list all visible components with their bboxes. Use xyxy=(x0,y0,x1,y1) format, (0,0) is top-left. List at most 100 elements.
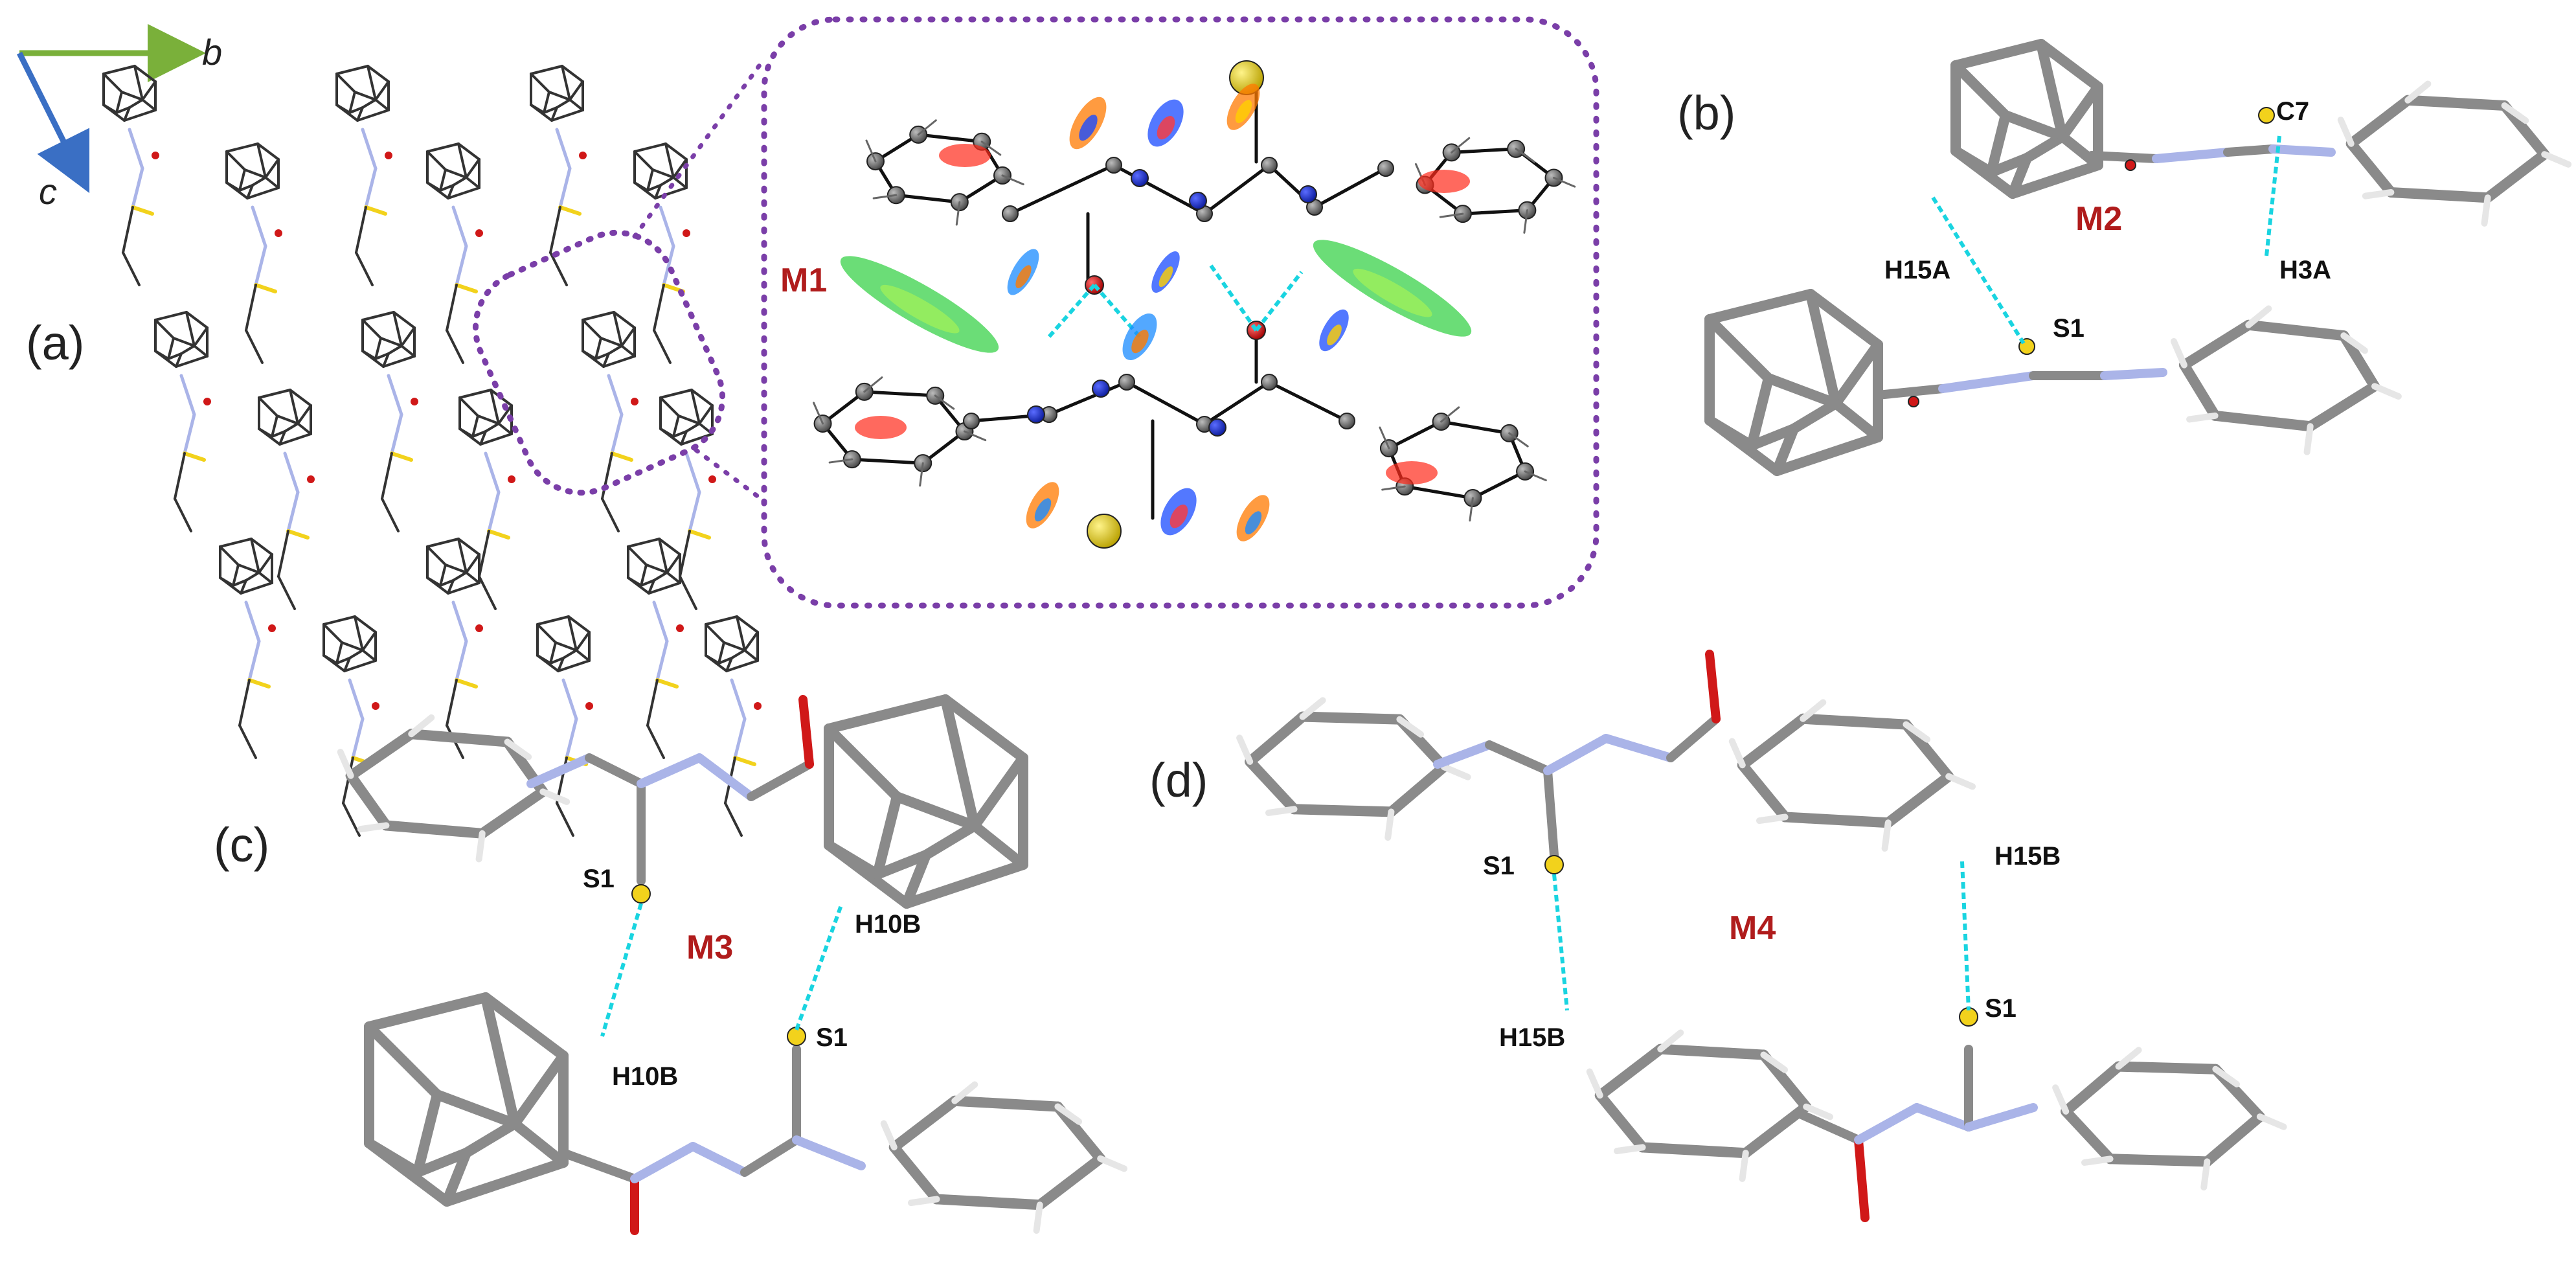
chain-bond xyxy=(662,244,675,287)
cage-bond xyxy=(969,753,1028,831)
cage-bond xyxy=(543,91,550,114)
cage-bond xyxy=(824,840,883,880)
cage-bond xyxy=(1746,424,1799,451)
cage-bond xyxy=(723,641,746,652)
cage-bond xyxy=(289,389,299,425)
ring-bond xyxy=(2345,95,2413,149)
cage-bond xyxy=(672,176,688,189)
ring-bond xyxy=(2113,1061,2221,1075)
cage-bond xyxy=(554,641,578,652)
nci-isosurface-core xyxy=(880,284,960,334)
cage-bond xyxy=(736,615,746,652)
cage-bond xyxy=(123,109,157,122)
cage-bond xyxy=(258,571,273,584)
bond xyxy=(1705,650,1721,723)
thio-bond xyxy=(487,529,510,540)
cage-bond xyxy=(1746,373,1774,451)
zoom-connector-bottom xyxy=(694,448,763,501)
cage-bond xyxy=(154,350,170,360)
cage-bond xyxy=(640,563,648,587)
cage-bond xyxy=(185,311,196,347)
chain-bond xyxy=(348,678,365,721)
chain-bond xyxy=(355,206,367,254)
cage-bond xyxy=(102,73,123,93)
cage-bond xyxy=(659,389,693,399)
cage-bond xyxy=(645,563,668,574)
panel-c-molecules xyxy=(337,694,1128,1235)
chain-bond xyxy=(451,600,468,643)
ring-bond xyxy=(1594,1043,1666,1101)
chain-bond xyxy=(688,490,701,533)
cage-bond xyxy=(426,538,460,548)
cage-bond xyxy=(620,326,636,347)
ring-bond xyxy=(1655,1043,1769,1060)
chain-bond xyxy=(238,679,251,727)
cage-bond xyxy=(322,654,338,665)
oxygen-atom xyxy=(268,624,276,632)
ring-bond xyxy=(2178,359,2220,421)
inset-border xyxy=(761,16,1599,609)
bond xyxy=(559,1148,639,1183)
nci-isosurface-core xyxy=(1353,268,1432,317)
cage-bond xyxy=(1789,398,1841,434)
bond xyxy=(526,753,594,788)
ring-bond xyxy=(2178,319,2254,370)
hbond-dashed xyxy=(1209,264,1258,332)
cage-bond xyxy=(348,649,364,659)
cage-bond xyxy=(271,430,286,438)
bond xyxy=(2268,144,2336,157)
panel-label-b: (b) xyxy=(1677,86,1735,140)
cage-bond xyxy=(627,576,642,587)
h-bond-stub xyxy=(475,830,486,863)
cage-bond xyxy=(666,553,681,574)
ring-bond xyxy=(2243,319,2349,341)
bond xyxy=(747,760,814,801)
cage-bond xyxy=(940,694,980,831)
atom-label-h10b-top: H10B xyxy=(855,910,921,939)
ring-bond xyxy=(1387,420,1443,450)
chain-bond xyxy=(361,128,378,170)
cage-bond xyxy=(717,641,725,665)
cage-bond xyxy=(872,791,902,880)
cage-bond xyxy=(185,311,209,329)
ring-bond xyxy=(1882,771,1954,828)
chain-bond xyxy=(601,497,620,532)
ring-bond xyxy=(1386,762,1449,817)
chain-bond xyxy=(607,374,624,416)
ring-bond xyxy=(1450,147,1518,154)
cage-bond xyxy=(348,91,356,114)
cage-bond xyxy=(664,142,688,161)
packed-molecule xyxy=(102,65,159,286)
cage-bond xyxy=(477,415,500,425)
h-bond-stub xyxy=(539,788,571,805)
cage-bond xyxy=(497,404,513,425)
bond xyxy=(1047,380,1129,416)
cage-bond xyxy=(677,415,701,425)
cage-bond xyxy=(240,579,247,595)
oxygen-atom xyxy=(385,152,392,159)
cage-bond xyxy=(685,422,701,433)
cage-bond xyxy=(442,1148,471,1207)
panel-label-a: (a) xyxy=(26,316,84,370)
oxygen-atom xyxy=(508,475,515,483)
inset-m1: M1 xyxy=(761,16,1599,609)
bond xyxy=(688,1142,749,1177)
h-bond-stub xyxy=(828,458,853,464)
cage-bond xyxy=(361,319,382,339)
cage-bond xyxy=(1831,339,1883,409)
cage-bond xyxy=(530,65,563,75)
h-bond-stub xyxy=(1903,721,1931,743)
ring-bond xyxy=(2402,95,2510,111)
cage-bond xyxy=(471,430,487,438)
h-bond-stub xyxy=(2340,332,2368,354)
carbon-atom xyxy=(1118,374,1135,391)
h-bond-stub xyxy=(1439,212,1464,218)
cage-bond xyxy=(536,623,557,644)
cage-bond xyxy=(705,623,725,644)
sulfur-atom xyxy=(1087,514,1122,549)
packed-molecule xyxy=(659,389,716,610)
contact-h15b-s1 xyxy=(1960,861,1971,1011)
oxygen-atom xyxy=(579,152,587,159)
chain-bond xyxy=(174,497,192,532)
h-bond-stub xyxy=(2303,423,2314,455)
